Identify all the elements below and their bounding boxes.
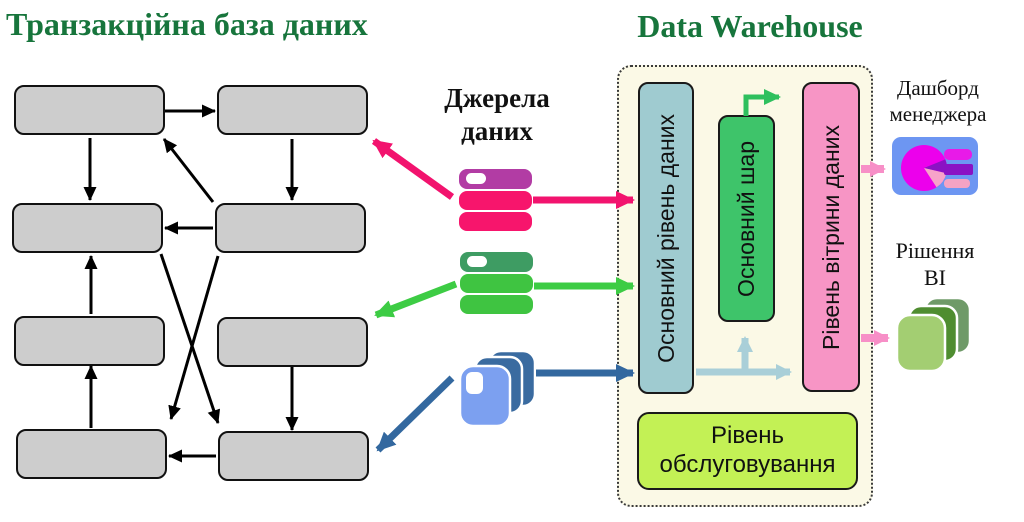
sources-label: Джерела даних [444,83,550,146]
transaction-node-8 [218,431,369,481]
left-panel-title: Транзакційна база даних [6,6,368,42]
layer-service-label: Рівень обслуговування [659,422,836,478]
layer-data-marts-label: Рівень вітрини даних [817,124,844,350]
layer-staging: Основний рівень даних [638,82,694,394]
pie-chart-icon [901,145,947,191]
layer-core: Основний шар [718,115,775,322]
transaction-node-4 [215,203,366,253]
arrow-green-to-transactions [374,280,458,319]
transaction-flow-arrows [83,104,299,463]
layer-service: Рівень обслуговування [637,412,858,490]
bi-solutions-label: Рішення BI [895,238,975,290]
arrow-blue-to-transactions [375,375,455,453]
transaction-node-1 [14,85,165,135]
transaction-node-7 [16,429,167,479]
warehouse-title: Data Warehouse [637,8,863,44]
layer-data-marts: Рівень вітрини даних [802,82,860,392]
transaction-node-2 [217,85,368,135]
arrow-pink-to-transactions [371,138,455,200]
transaction-node-5 [14,316,165,366]
transaction-node-3 [12,203,163,253]
layer-core-label: Основний шар [733,140,759,297]
transaction-node-6 [217,317,368,367]
layer-staging-label: Основний рівень даних [652,113,679,363]
dashboard-label: Дашборд менеджера [889,76,987,126]
